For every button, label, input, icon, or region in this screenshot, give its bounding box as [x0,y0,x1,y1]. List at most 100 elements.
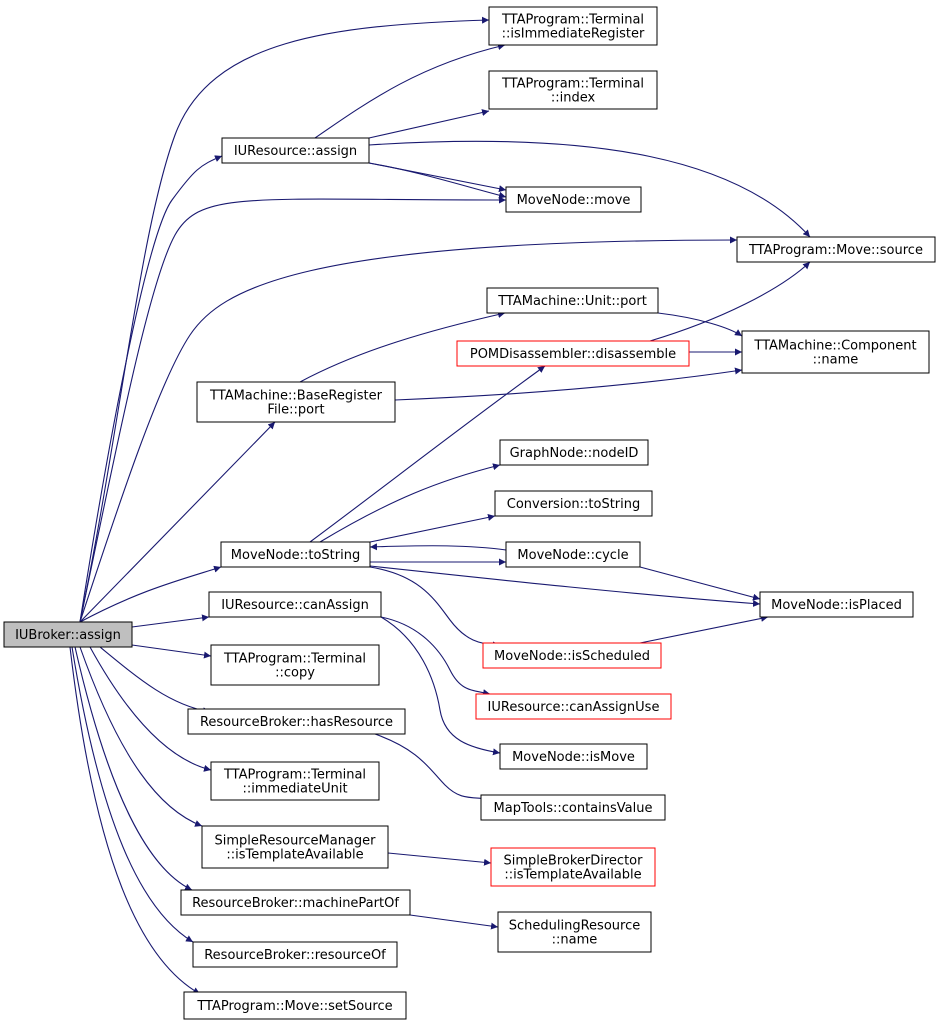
node-label: TTAMachine::Component [753,339,916,354]
node-box [192,941,398,968]
node-terminal-immunit[interactable]: TTAProgram::Terminal::immediateUnit [210,761,380,801]
node-movenode-ismove[interactable]: MoveNode::isMove [499,743,648,770]
node-terminal-isimm[interactable]: TTAProgram::Terminal::isImmediateRegiste… [488,6,658,46]
node-label: TTAProgram::Terminal [223,652,366,667]
node-label: TTAProgram::Terminal [501,77,644,92]
node-sbd-istemplateavailable[interactable]: SimpleBrokerDirector::isTemplateAvailabl… [490,847,656,887]
node-box [456,340,690,367]
node-box [499,743,648,770]
e-root-machinepart [74,646,193,891]
e-root-move [79,196,507,623]
node-label: ::immediateUnit [242,782,347,797]
e-iua-source [368,140,811,238]
node-box [201,825,389,869]
e-root-immunit [89,646,212,772]
node-graphnode-nodeid[interactable]: GraphNode::nodeID [499,439,649,466]
node-box [221,137,370,164]
node-box [196,381,396,423]
e-base-compname [394,367,743,401]
e-root-baseport [79,421,276,623]
node-box [499,439,649,466]
node-movenode-cycle[interactable]: MoveNode::cycle [505,541,641,568]
e-root-iuassign [79,155,223,623]
node-iuresource-canassign[interactable]: IUResource::canAssign [208,591,382,618]
node-move-setsource[interactable]: TTAProgram::Move::setSource [183,991,407,1020]
e-hasres-maptools [374,733,491,802]
e-ts-conv [369,513,496,543]
node-broker-machinepartof[interactable]: ResourceBroker::machinePartOf [180,889,411,916]
e-root-canassign [131,614,210,628]
node-movenode-move[interactable]: MoveNode::move [505,186,642,213]
node-label: GraphNode::nodeID [510,446,639,461]
node-label: ::index [551,91,596,106]
node-label: ResourceBroker::machinePartOf [192,896,399,911]
e-sched-isplaced [639,614,769,644]
node-label: SimpleBrokerDirector [504,854,644,869]
node-box [210,644,380,686]
e-unitport-compname [657,312,743,337]
e-ca-ismove [380,616,501,756]
node-label: SimpleResourceManager [215,834,377,849]
e-srm-sbd [387,852,492,866]
node-box [482,642,662,669]
node-label: IUResource::canAssign [221,598,369,613]
e-root-source [79,236,738,623]
call-edges [69,16,811,995]
e-root-resourceof [71,646,194,943]
e-root-hasres [99,646,211,715]
e-root-setsource [69,646,201,995]
node-label: ::name [552,933,598,948]
node-move-source[interactable]: TTAProgram::Move::source [736,236,936,263]
node-box [759,591,914,618]
node-box [505,541,641,568]
node-iuresource-assign[interactable]: IUResource::assign [221,137,370,164]
node-box [475,693,672,720]
node-terminal-index[interactable]: TTAProgram::Terminal::index [488,70,658,110]
e-root-copy [131,644,212,659]
e-iua-move2 [368,162,507,199]
node-label: SchedulingResource [509,919,640,934]
node-schedres-name[interactable]: SchedulingResource::name [497,911,652,953]
node-component-name[interactable]: TTAMachine::Component::name [741,330,930,374]
node-box [183,991,407,1020]
node-box [3,621,133,648]
node-box [180,889,411,916]
node-unit-port[interactable]: TTAMachine::Unit::port [486,287,659,314]
node-label: MoveNode::isMove [512,750,635,765]
node-label: IUResource::assign [234,144,357,159]
node-movenode-tostring[interactable]: MoveNode::toString [220,541,371,568]
node-terminal-copy[interactable]: TTAProgram::Terminal::copy [210,644,380,686]
node-movenode-isscheduled[interactable]: MoveNode::isScheduled [482,642,662,669]
node-pom-disassemble[interactable]: POMDisassembler::disassemble [456,340,690,367]
e-root-isimm [79,16,490,623]
node-box [736,236,936,263]
e-mpo-schedres [409,914,499,930]
node-label: MoveNode::move [517,193,631,208]
node-movenode-isplaced[interactable]: MoveNode::isPlaced [759,591,914,618]
node-label: MoveNode::isPlaced [771,598,902,613]
node-broker-resourceof[interactable]: ResourceBroker::resourceOf [192,941,398,968]
node-label: ::name [813,353,859,368]
node-maptools-containsvalue[interactable]: MapTools::containsValue [480,794,666,821]
node-box [480,794,666,821]
node-label: File::port [267,403,324,418]
node-label: ResourceBroker::hasResource [200,715,393,730]
node-box [187,708,406,735]
e-ts-pom [309,365,546,543]
node-iubroker-assign[interactable]: IUBroker::assign [3,621,133,648]
call-nodes: IUBroker::assignTTAProgram::Terminal::is… [3,6,936,1020]
node-conversion-tostring[interactable]: Conversion::toString [494,490,653,517]
node-box [486,287,659,314]
node-broker-hasresource[interactable]: ResourceBroker::hasResource [187,708,406,735]
node-box [741,330,930,374]
node-label: ::isImmediateRegister [502,27,645,42]
node-label: ::isTemplateAvailable [226,848,363,863]
e-ts-isplaced [369,565,761,607]
node-iuresource-canassignuse[interactable]: IUResource::canAssignUse [475,693,672,720]
node-label: TTAProgram::Move::setSource [196,999,392,1014]
node-label: TTAProgram::Move::source [748,243,923,258]
e-ts-nodeid [319,463,501,543]
node-srm-istemplateavailable[interactable]: SimpleResourceManager::isTemplateAvailab… [201,825,389,869]
node-box [490,847,656,887]
